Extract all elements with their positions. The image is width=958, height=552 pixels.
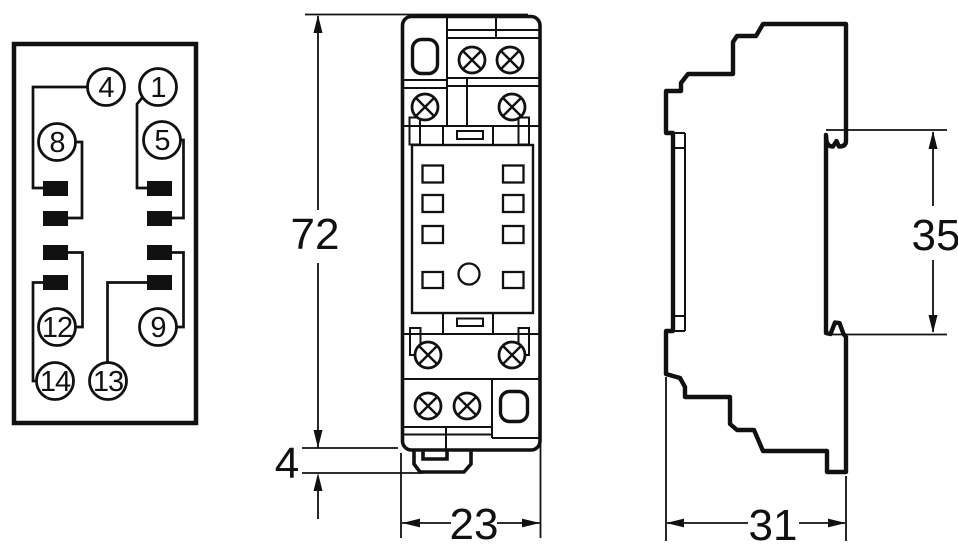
arrowhead-left [402,518,420,528]
pin-number: 14 [40,366,71,398]
terminal-contact [147,211,172,226]
arrowhead-right [522,518,540,528]
terminal-contact [147,245,172,260]
front-view: 72 4 23 [275,13,542,549]
rail-dimension-label: 35 [912,211,958,260]
pin-number: 4 [98,72,114,104]
front-keyhole-top [410,37,440,76]
pin-number: 5 [154,125,169,157]
dim-depth: 31 [665,377,847,550]
arrowhead-right [828,518,846,528]
side-internal-lines [673,132,686,332]
terminal-contact [43,211,68,226]
pin-circle-8 [37,122,77,162]
pin-aperture [501,193,525,214]
relay-well [410,143,535,315]
pin-circles: 4 1 8 5 12 9 14 13 [35,67,182,401]
terminal-contact [43,275,68,290]
pin-circle-9 [138,307,178,347]
latch-dimension-label: 4 [275,439,299,488]
dim-latch-depth: 4 [275,439,423,519]
center-hole [457,262,481,286]
pin-circle-14 [35,361,75,401]
extension-lines [302,447,423,474]
terminal-contact [43,181,68,196]
screw-cross-slots [415,50,522,416]
height-dimension-label: 72 [291,210,340,259]
arrowhead-down [313,430,323,448]
width-dimension-label: 23 [450,500,499,549]
pin-number: 9 [150,312,165,344]
pin-number: 1 [150,72,165,104]
pin-number: 13 [93,366,123,398]
pin-aperture [501,224,525,245]
terminal-wires [31,85,185,383]
dim-height: 72 [291,13,528,448]
pin-number: 12 [42,312,72,344]
arrowhead-up [313,15,323,33]
polarizing-slot-bottom [456,317,484,327]
terminal-contact [43,245,68,260]
front-screws [410,45,527,421]
terminal-contact [147,275,172,290]
pin-aperture [421,270,445,290]
clamp-tab [408,116,421,146]
pin-circle-4 [86,67,126,107]
arrowhead-up [313,473,323,491]
extension-lines [400,444,542,538]
pin-circle-13 [88,361,128,401]
pin-apertures [421,164,525,290]
extension-lines [826,129,947,336]
pin-circle-12 [37,307,77,347]
extension-lines [665,377,847,541]
arrowhead-left [666,518,684,528]
pin-aperture [501,164,525,184]
clamp-tab [517,116,530,146]
front-keyhole-bottom [498,389,530,424]
depth-dimension-label: 31 [749,501,798,550]
polarizing-slot-top [456,130,484,140]
pin-circle-5 [142,120,182,160]
terminal-contacts [43,181,172,290]
side-profile-outline [663,21,849,475]
arrowhead-up [928,131,938,149]
din-latch [412,450,473,474]
dim-width: 23 [400,444,542,549]
arrowhead-down [928,315,938,333]
pin-aperture [421,224,445,245]
pin-number: 8 [49,127,64,159]
dim-rail-window: 35 [826,129,958,336]
terminal-arrangement-view: 4 1 8 5 12 9 14 13 [11,41,199,426]
pin-aperture [421,193,445,214]
terminal-box-outline [11,41,199,426]
pin-aperture [501,270,525,290]
front-internal-lines [402,17,539,449]
pin-circle-1 [138,67,178,107]
side-view: 35 31 [663,21,958,550]
terminal-contact [147,181,172,196]
pin-aperture [421,164,445,184]
